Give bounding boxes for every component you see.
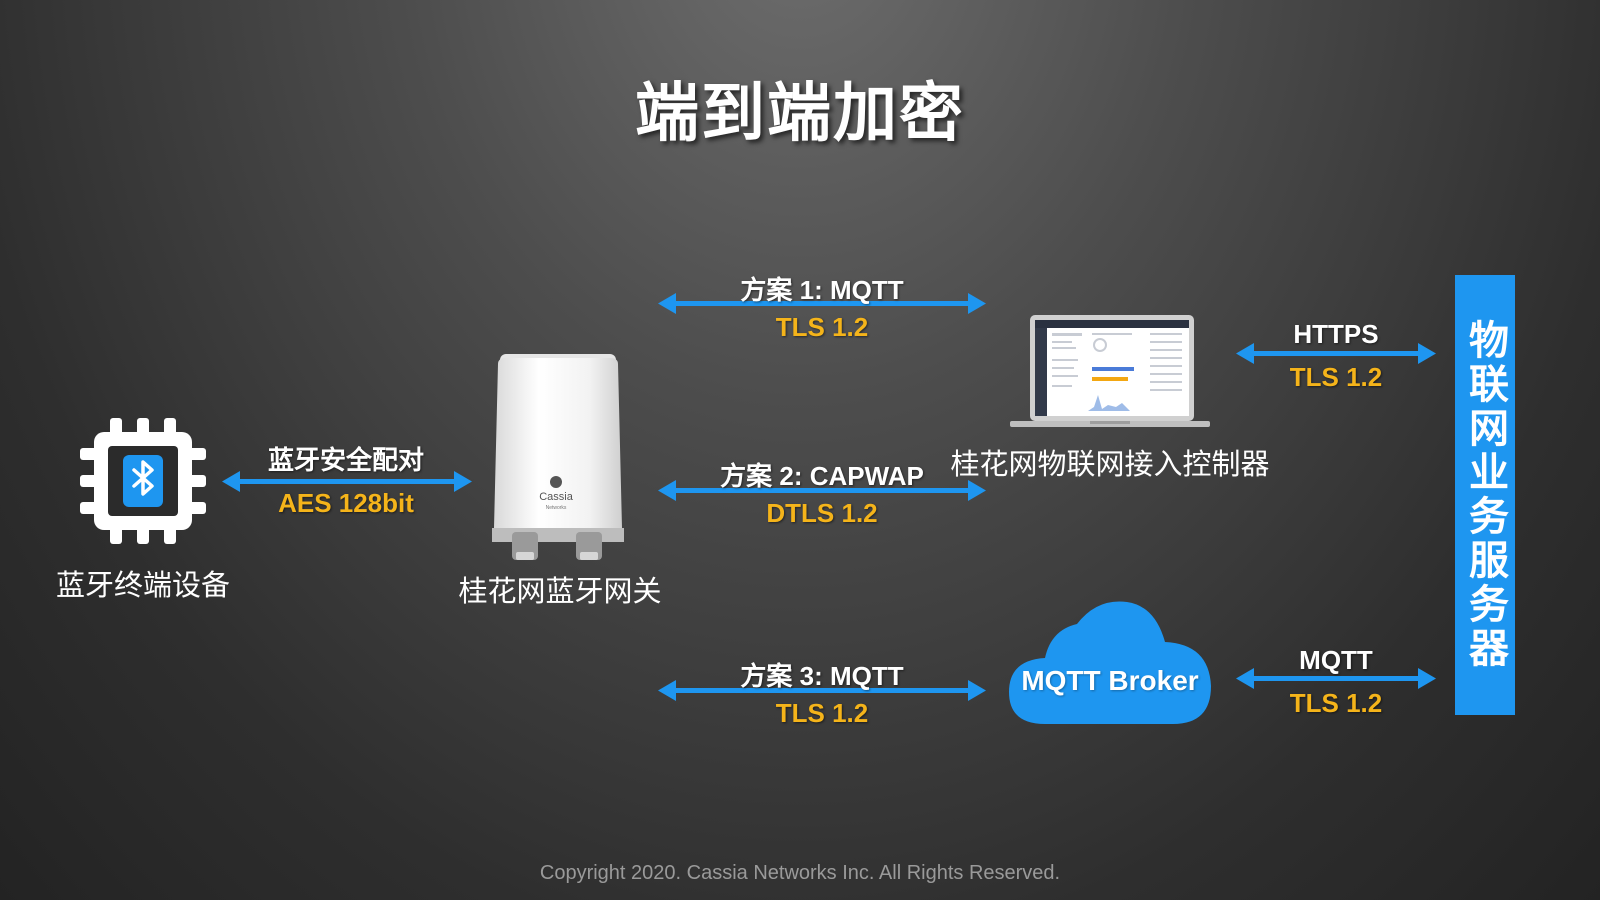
pairing-encryption: AES 128bit bbox=[278, 488, 414, 518]
mqtt-arrow bbox=[1236, 668, 1436, 689]
gateway-brand: Cassia bbox=[539, 491, 574, 503]
scheme3-arrow bbox=[658, 680, 986, 701]
https-encryption: TLS 1.2 bbox=[1289, 362, 1383, 392]
page-title: 端到端加密 bbox=[635, 77, 965, 151]
gateway-brand-sub: Networks bbox=[546, 505, 567, 511]
scheme2-label: 方案 2: CAPWAP bbox=[720, 461, 924, 491]
https-label: HTTPS bbox=[1293, 319, 1379, 349]
scheme1-encryption: TLS 1.2 bbox=[775, 312, 869, 342]
pairing-arrow bbox=[222, 471, 472, 492]
gateway-device-icon: Cassia Networks bbox=[492, 354, 624, 560]
mqtt-label: MQTT bbox=[1299, 645, 1373, 675]
scheme2-arrow bbox=[658, 480, 986, 501]
scheme1-arrow bbox=[658, 293, 986, 314]
gateway-label: 桂花网蓝牙网关 bbox=[458, 574, 662, 608]
copyright: Copyright 2020. Cassia Networks Inc. All… bbox=[539, 862, 1061, 884]
mqtt-encryption: TLS 1.2 bbox=[1289, 688, 1383, 718]
broker-label: MQTT Broker bbox=[1021, 665, 1199, 696]
scheme2-encryption: DTLS 1.2 bbox=[766, 498, 878, 528]
laptop-icon bbox=[1010, 315, 1210, 427]
scheme1-label: 方案 1: MQTT bbox=[740, 275, 904, 305]
scheme3-label: 方案 3: MQTT bbox=[740, 661, 904, 691]
bluetooth-chip-icon bbox=[80, 418, 206, 544]
cloud-icon bbox=[1009, 601, 1211, 724]
pairing-label: 蓝牙安全配对 bbox=[267, 445, 424, 475]
https-arrow bbox=[1236, 343, 1436, 364]
server-bar: 物联网业务服务器 bbox=[1455, 275, 1515, 715]
bt-device-label: 蓝牙终端设备 bbox=[55, 568, 230, 602]
server-label: 物联网业务服务器 bbox=[1462, 319, 1508, 671]
scheme3-encryption: TLS 1.2 bbox=[775, 698, 869, 728]
controller-label: 桂花网物联网接入控制器 bbox=[950, 447, 1270, 481]
